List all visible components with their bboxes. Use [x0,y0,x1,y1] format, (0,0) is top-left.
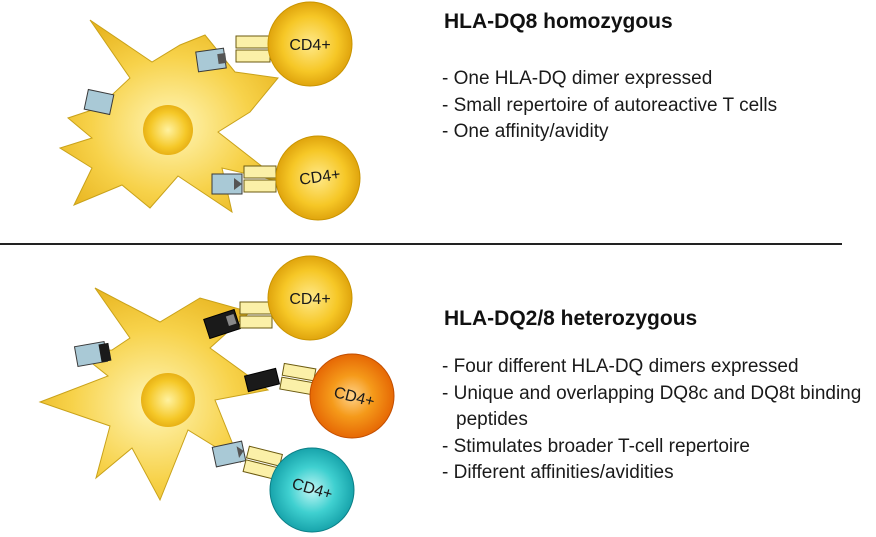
cd4-t-cell-teal: CD4+ [269,447,355,533]
hla-dq8-molecule [211,173,243,195]
dendritic-cell-nucleus [143,105,193,155]
t-cell-receptor [243,165,277,193]
cd4-t-cell: CD4+ [275,135,361,221]
bottom-bullet: - Different affinities/avidities [442,462,674,483]
diagram-canvas: CD4+ CD4+ CD4+ [0,1,842,533]
t-cell-receptor [279,362,317,396]
hla-dq8-molecule [211,440,247,468]
top-bullet: - One HLA-DQ dimer expressed [442,68,713,89]
dendritic-cell-nucleus [141,373,195,427]
t-cell-receptor [239,301,273,329]
bottom-bullet: - Four different HLA-DQ dimers expressed [442,356,799,377]
cd4-label: CD4+ [289,291,330,308]
cd4-t-cell: CD4+ [267,1,353,87]
hla-dq2-molecule [203,308,241,340]
bottom-bullet: - Unique and overlapping DQ8c and DQ8t b… [442,382,862,431]
bottom-panel-bullets: - Four different HLA-DQ dimers expressed… [442,354,876,487]
top-panel-bullets: - One HLA-DQ dimer expressed - Small rep… [442,66,777,146]
cd4-t-cell: CD4+ [267,255,353,341]
top-bullet: - One affinity/avidity [442,121,609,142]
top-panel-title: HLA-DQ8 homozygous [444,10,673,33]
bottom-dendritic-cell [38,287,270,502]
t-cell-receptor [235,35,271,63]
bottom-bullet: - Stimulates broader T-cell repertoire [442,435,750,457]
bottom-panel-title: HLA-DQ2/8 heterozygous [444,307,698,330]
hla-dq2-molecule [243,367,281,393]
hla-dq8-molecule [83,88,115,116]
cd4-label: CD4+ [289,37,330,54]
cd4-t-cell-orange: CD4+ [309,353,395,439]
hla-dq8-molecule [73,340,112,368]
top-bullet: - Small repertoire of autoreactive T cel… [442,94,778,116]
cd4-label: CD4+ [298,166,341,189]
hla-dq8-molecule [195,47,227,73]
